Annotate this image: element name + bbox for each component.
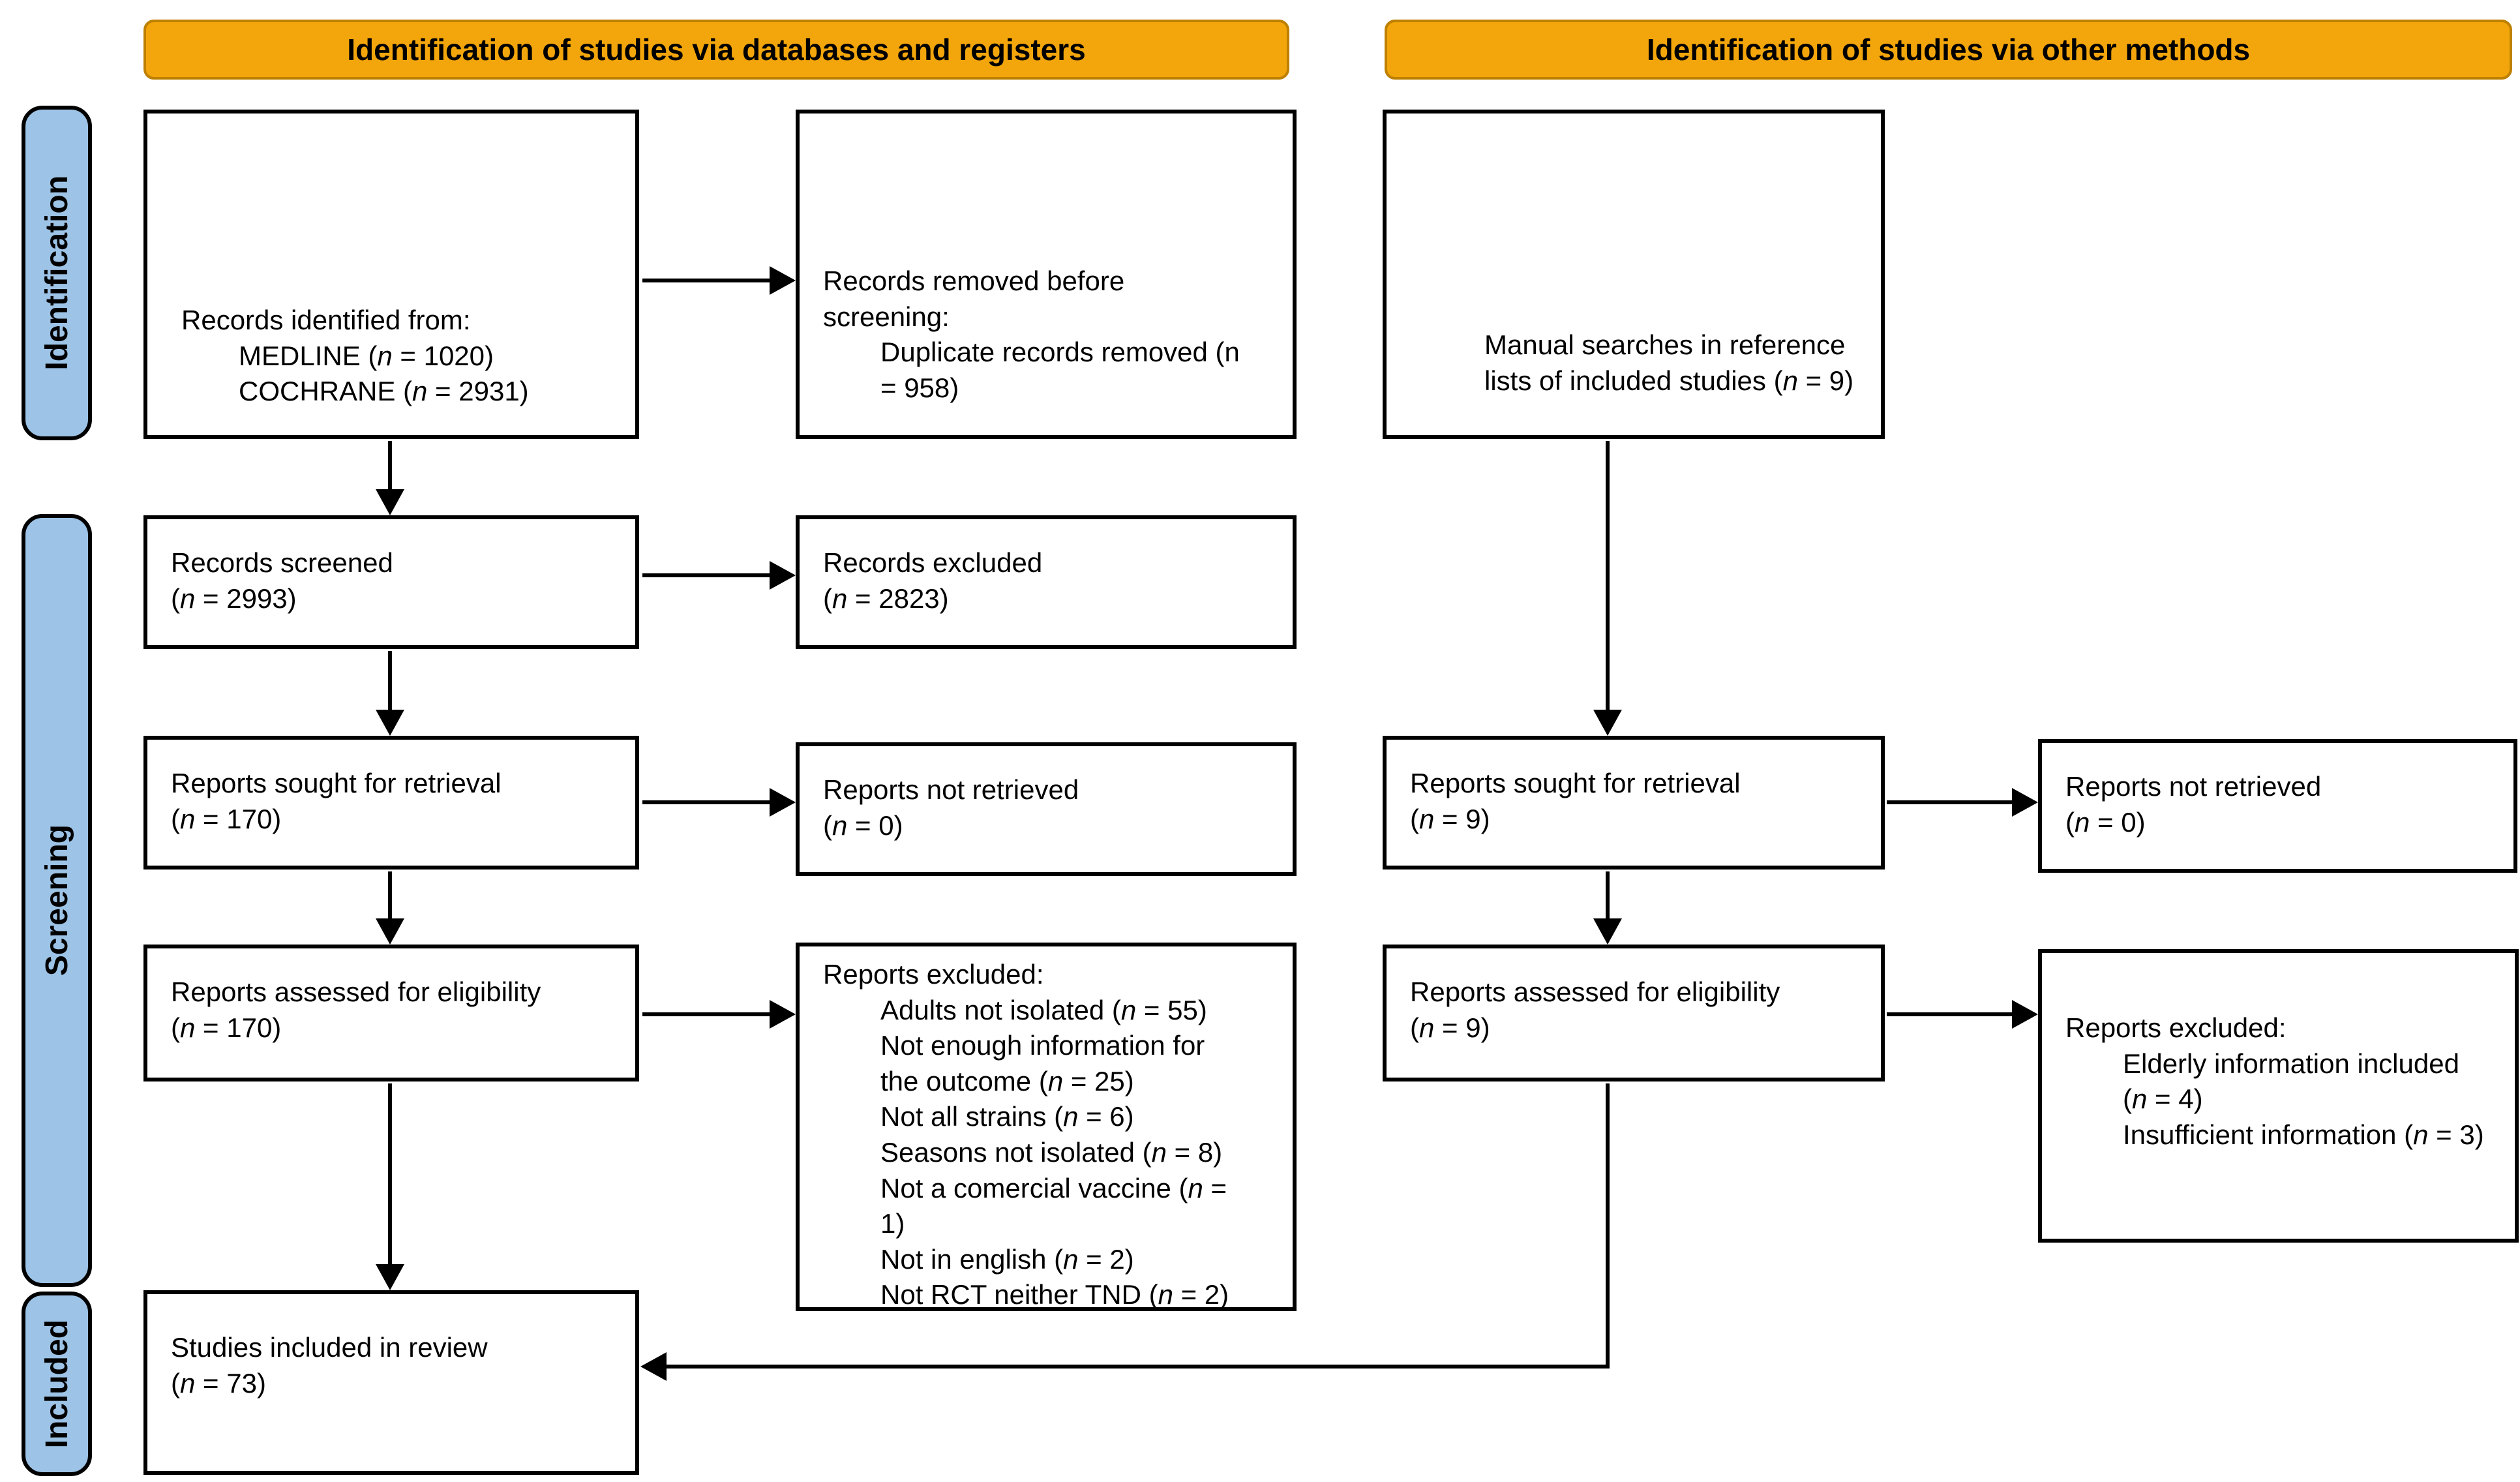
box-line: Records screened (171, 547, 393, 578)
box-reports-sought-databases: Reports sought for retrieval (n = 170) (143, 736, 639, 870)
box-records-screened: Records screened (n = 2993) (143, 515, 639, 649)
box-reports-assessed-other: Reports assessed for eligibility (n = 9) (1383, 945, 1885, 1081)
box-line: Records removed before (823, 265, 1125, 296)
box-line: = 958) (880, 372, 959, 403)
box-line: Reports sought for retrieval (171, 768, 502, 798)
stage-label-included: Included (22, 1292, 92, 1476)
box-line: screening: (823, 301, 950, 332)
box-line: Reports assessed for eligibility (171, 976, 541, 1007)
stage-label-text: Included (39, 1319, 74, 1449)
box-line: (n = 9) (1410, 1012, 1490, 1043)
box-line: (n = 0) (2065, 806, 2146, 838)
box-line: (n = 0) (823, 809, 903, 841)
box-reports-not-retrieved-other: Reports not retrieved (n = 0) (2038, 739, 2517, 873)
box-line: lists of included studies (n = 9) (1484, 365, 1854, 396)
box-records-excluded: Records excluded (n = 2823) (796, 515, 1297, 649)
box-line: Not enough information for (880, 1030, 1205, 1061)
box-reports-assessed-databases: Reports assessed for eligibility (n = 170… (143, 945, 639, 1081)
box-line: Manual searches in reference (1484, 329, 1846, 360)
box-line: Not RCT neither TND (n = 2) (880, 1279, 1229, 1310)
stage-label-text: Screening (39, 824, 74, 976)
box-reports-excluded-other: Reports excluded: Elderly information inc… (2038, 949, 2519, 1243)
banner-label: Identification of studies via other meth… (1646, 33, 2251, 67)
box-line: MEDLINE (n = 1020) (239, 340, 494, 371)
box-line: (n = 4) (2123, 1083, 2203, 1115)
box-records-identified: Records identified from: MEDLINE (n = 102… (143, 110, 639, 439)
box-line: 1) (880, 1208, 905, 1239)
box-line: Reports excluded: (2065, 1012, 2287, 1043)
box-manual-searches: Manual searches in reference lists of inc… (1383, 110, 1885, 439)
box-reports-not-retrieved-databases: Reports not retrieved (n = 0) (796, 742, 1297, 876)
box-line: (n = 170) (171, 803, 282, 834)
box-line: (n = 2993) (171, 582, 297, 614)
box-line: Seasons not isolated (n = 8) (880, 1136, 1223, 1168)
stage-label-text: Identification (39, 175, 74, 370)
box-line: Not in english (n = 2) (880, 1243, 1134, 1275)
box-line: Duplicate records removed (n (880, 337, 1240, 368)
banner-identification-other-methods: Identification of studies via other meth… (1385, 20, 2512, 80)
box-line: the outcome (n = 25) (880, 1065, 1134, 1096)
box-line: COCHRANE (n = 2931) (239, 376, 529, 407)
banner-identification-databases-registers: Identification of studies via databases … (143, 20, 1289, 80)
box-reports-sought-other: Reports sought for retrieval (n = 9) (1383, 736, 1885, 870)
box-line: (n = 9) (1410, 803, 1490, 834)
box-line: Reports not retrieved (2065, 771, 2322, 802)
box-line: Adults not isolated (n = 55) (880, 994, 1207, 1025)
box-records-removed-before-screening: Records removed before screening: Duplicat… (796, 110, 1297, 439)
box-line: Reports excluded: (823, 959, 1044, 990)
box-line: Insufficient information (n = 3) (2123, 1119, 2484, 1150)
box-reports-excluded-databases: Reports excluded: Adults not isolated (n … (796, 943, 1297, 1311)
box-line: Not all strains (n = 6) (880, 1101, 1134, 1132)
box-line: (n = 2823) (823, 582, 949, 614)
box-line: Reports sought for retrieval (1410, 768, 1741, 798)
box-line: Records identified from: (181, 305, 471, 335)
box-line: (n = 170) (171, 1012, 282, 1043)
box-line: Reports assessed for eligibility (1410, 976, 1780, 1007)
box-line: Studies included in review (171, 1332, 488, 1363)
box-studies-included: Studies included in review (n = 73) (143, 1290, 639, 1475)
stage-label-identification: Identification (22, 106, 92, 440)
box-line: Records excluded (823, 547, 1043, 578)
box-line: Reports not retrieved (823, 774, 1079, 805)
stage-label-screening: Screening (22, 514, 92, 1287)
box-line: (n = 73) (171, 1367, 266, 1399)
banner-label: Identification of studies via databases … (347, 33, 1086, 67)
box-line: Elderly information included (2123, 1048, 2459, 1079)
box-line: Not a comercial vaccine (n = (880, 1172, 1227, 1203)
